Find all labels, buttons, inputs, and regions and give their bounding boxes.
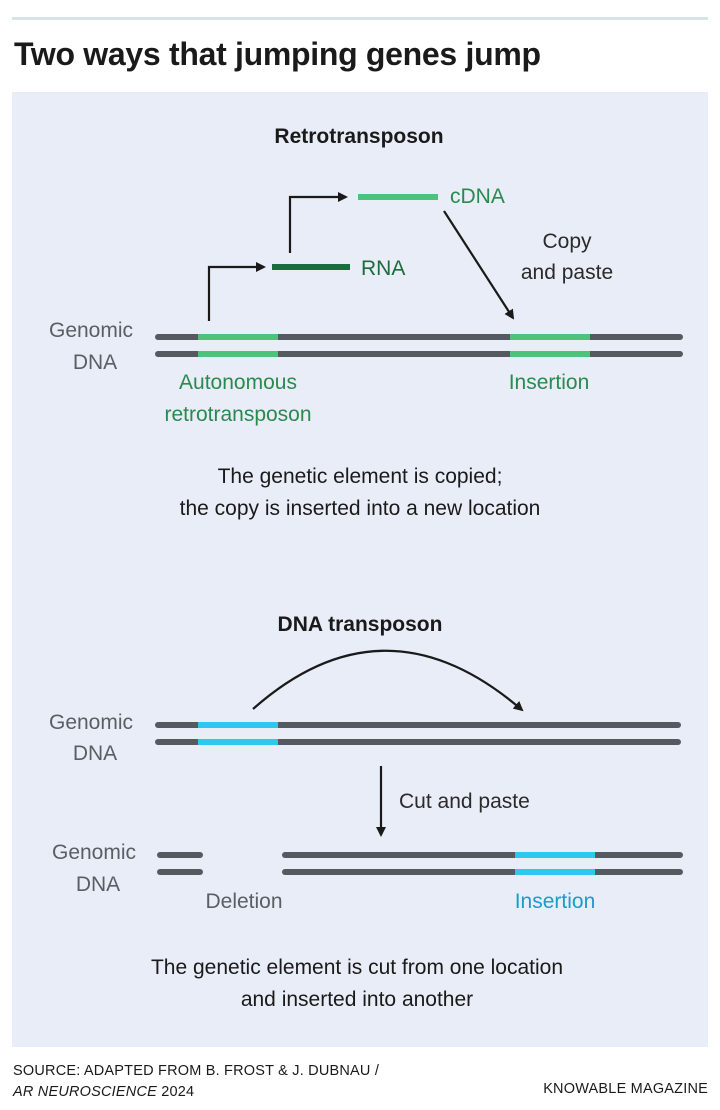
dna-after-genomic-label-line2: DNA [76,873,120,896]
dna-insertion-segment-top [515,852,595,858]
rna-label: RNA [361,257,405,280]
retro-insertion-segment-bottom [510,351,590,357]
dna-insertion-segment-bottom [515,869,595,875]
autonomous-label-line1: Autonomous [179,371,297,394]
transcription-arrow [207,262,266,321]
retro-source-segment-top [198,334,278,340]
retro-insertion-label: Insertion [509,371,590,394]
retro-caption-line1: The genetic element is copied; [218,465,503,488]
reverse-transcription-arrow [288,192,348,253]
dna-genomic-label-line2: DNA [73,742,117,765]
insertion-arrow [443,210,515,320]
copy-paste-label-line2: and paste [521,261,613,284]
retro-insertion-segment-top [510,334,590,340]
page-title: Two ways that jumping genes jump [14,36,541,72]
dna-transposon-title: DNA transposon [278,613,443,636]
transposon-segment-bottom [198,739,278,745]
dna-caption-line2: and inserted into another [241,988,473,1011]
cut-paste-label: Cut and paste [399,790,530,813]
dna-caption-line1: The genetic element is cut from one loca… [151,956,563,979]
top-rule [12,17,708,20]
autonomous-label-line2: retrotransposon [164,403,311,426]
retrotransposon-title: Retrotransposon [274,125,443,148]
retro-source-segment-bottom [198,351,278,357]
source-credit: SOURCE: ADAPTED FROM B. FROST & J. DUBNA… [13,1061,379,1103]
retro-genomic-label-line1: Genomic [49,319,133,342]
retro-caption-line2: the copy is inserted into a new location [180,497,541,520]
retro-genomic-label-line2: DNA [73,351,117,374]
dna-insertion-label: Insertion [515,890,596,913]
source-journal: AR NEUROSCIENCE [13,1084,157,1100]
source-credit-line2: AR NEUROSCIENCE 2024 [13,1082,379,1103]
diagram-panel [12,92,708,1047]
dna-after-genomic-label-line1: Genomic [52,841,136,864]
dna-genomic-label-line1: Genomic [49,711,133,734]
deletion-label: Deletion [205,890,282,913]
source-credit-line1: SOURCE: ADAPTED FROM B. FROST & J. DUBNA… [13,1063,380,1079]
source-year: 2024 [157,1084,195,1100]
publisher-brand: KNOWABLE MAGAZINE [543,1081,708,1097]
cdna-label: cDNA [450,185,505,208]
jump-arc-arrow [252,649,524,712]
copy-paste-label-line1: Copy [542,230,592,253]
transposon-segment-top [198,722,278,728]
